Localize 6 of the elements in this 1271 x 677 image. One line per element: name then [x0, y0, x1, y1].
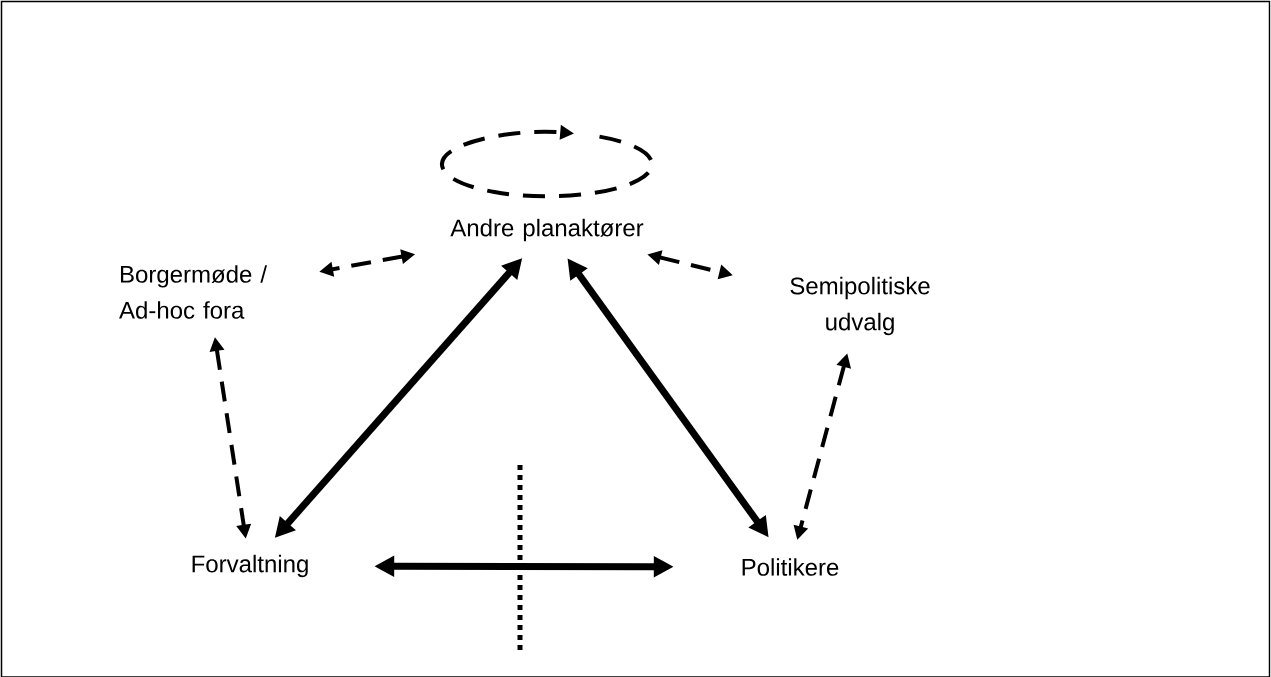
actor-label: Borgermøde / Ad-hoc fora — [119, 265, 268, 319]
actor-label: Semipolitiske udvalg — [790, 276, 930, 336]
actor-label: Forvaltning — [192, 554, 308, 578]
arrow — [440, 124, 654, 199]
actor-label: Andre planaktører — [450, 218, 644, 242]
actor-label: Politikere — [742, 558, 839, 576]
